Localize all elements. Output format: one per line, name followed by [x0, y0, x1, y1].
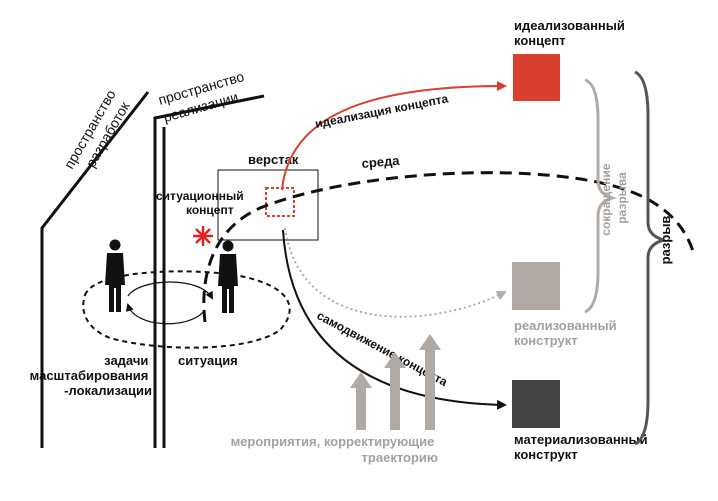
corrective-arrows: [350, 334, 441, 430]
situation-ellipse: [82, 270, 291, 349]
workbench-label: верстак: [248, 152, 299, 167]
rotation-arc-top: [127, 281, 213, 300]
development-space-wall: [40, 91, 150, 448]
rotation-arc-bottom: [125, 303, 206, 325]
situational-concept-marker: [265, 187, 295, 217]
materialized-construct-label: материализованный конструкт: [514, 432, 651, 462]
asterisk-marker: [193, 226, 213, 246]
materialized-construct-square: [512, 380, 560, 428]
gap-brace: [634, 70, 665, 446]
implementation-space-wall: [153, 94, 265, 448]
realized-construct-square: [512, 262, 560, 310]
workbench-box: [217, 169, 319, 241]
environment-label: среда: [361, 153, 401, 171]
gap-reduction-label: сокращение разрыва: [599, 160, 629, 235]
idealized-concept-label: идеализованный концепт: [514, 18, 629, 48]
measures-label: мероприятия, корректирующие траекторию: [231, 434, 438, 465]
person-figure-left: [105, 239, 125, 312]
gap-label: разрыв: [658, 216, 673, 265]
gap-reduction-brace: [584, 78, 618, 314]
development-space-label: пространство разработок: [61, 84, 137, 181]
idealization-arrow: [281, 81, 507, 191]
situation-label: ситуация: [178, 353, 238, 368]
environment-curve: [202, 171, 696, 323]
situational-concept-label: ситуационный концепт: [156, 189, 247, 217]
realized-construct-label: реализованный конструкт: [514, 318, 620, 348]
realization-arrow: [284, 227, 507, 318]
idealized-concept-square: [513, 54, 560, 101]
tasks-label: задачи масштабирования -локализации: [30, 353, 152, 398]
person-figure-right: [218, 240, 238, 313]
implementation-space-label: пространство реализации: [156, 67, 254, 125]
self-motion-arrow: [282, 229, 507, 410]
